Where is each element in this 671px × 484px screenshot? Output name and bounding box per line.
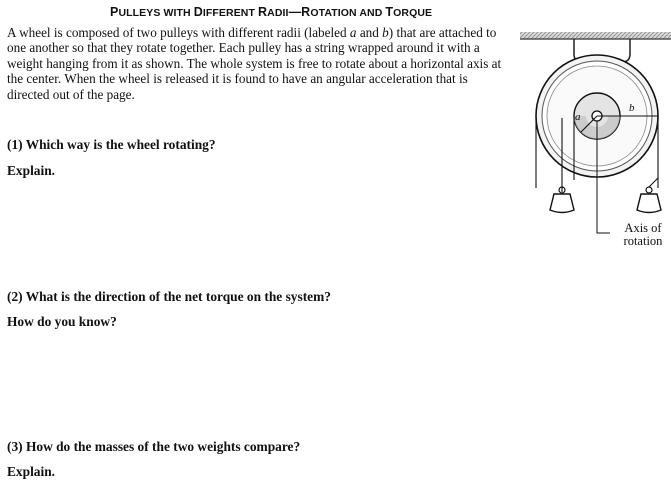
question-3-followup: Explain. (7, 464, 56, 479)
label-a: a (575, 111, 581, 123)
question-2-followup: How do you know? (7, 314, 117, 329)
pulley-diagram: a b (520, 32, 671, 234)
question-3-prompt: (3) How do the masses of the two weights… (7, 439, 301, 454)
axis-of-rotation-label: Axis of rotation (623, 221, 663, 248)
left-weight (549, 193, 575, 214)
radius-a-line (580, 115, 598, 133)
axis-pointer (596, 121, 610, 234)
question-1-prompt: (1) Which way is the wheel rotating? (7, 137, 216, 152)
ceiling-support (520, 32, 671, 39)
question-1-followup: Explain. (7, 163, 56, 178)
pulley-figure: a b Axis of rotation (512, 18, 671, 258)
problem-statement: A wheel is composed of two pulleys with … (7, 25, 502, 102)
page-title: PULLEYS WITH DIFFERENT RADII—ROTATION AN… (110, 5, 433, 19)
question-2-prompt: (2) What is the direction of the net tor… (7, 289, 331, 304)
label-b: b (629, 102, 635, 114)
right-weight (636, 193, 662, 214)
